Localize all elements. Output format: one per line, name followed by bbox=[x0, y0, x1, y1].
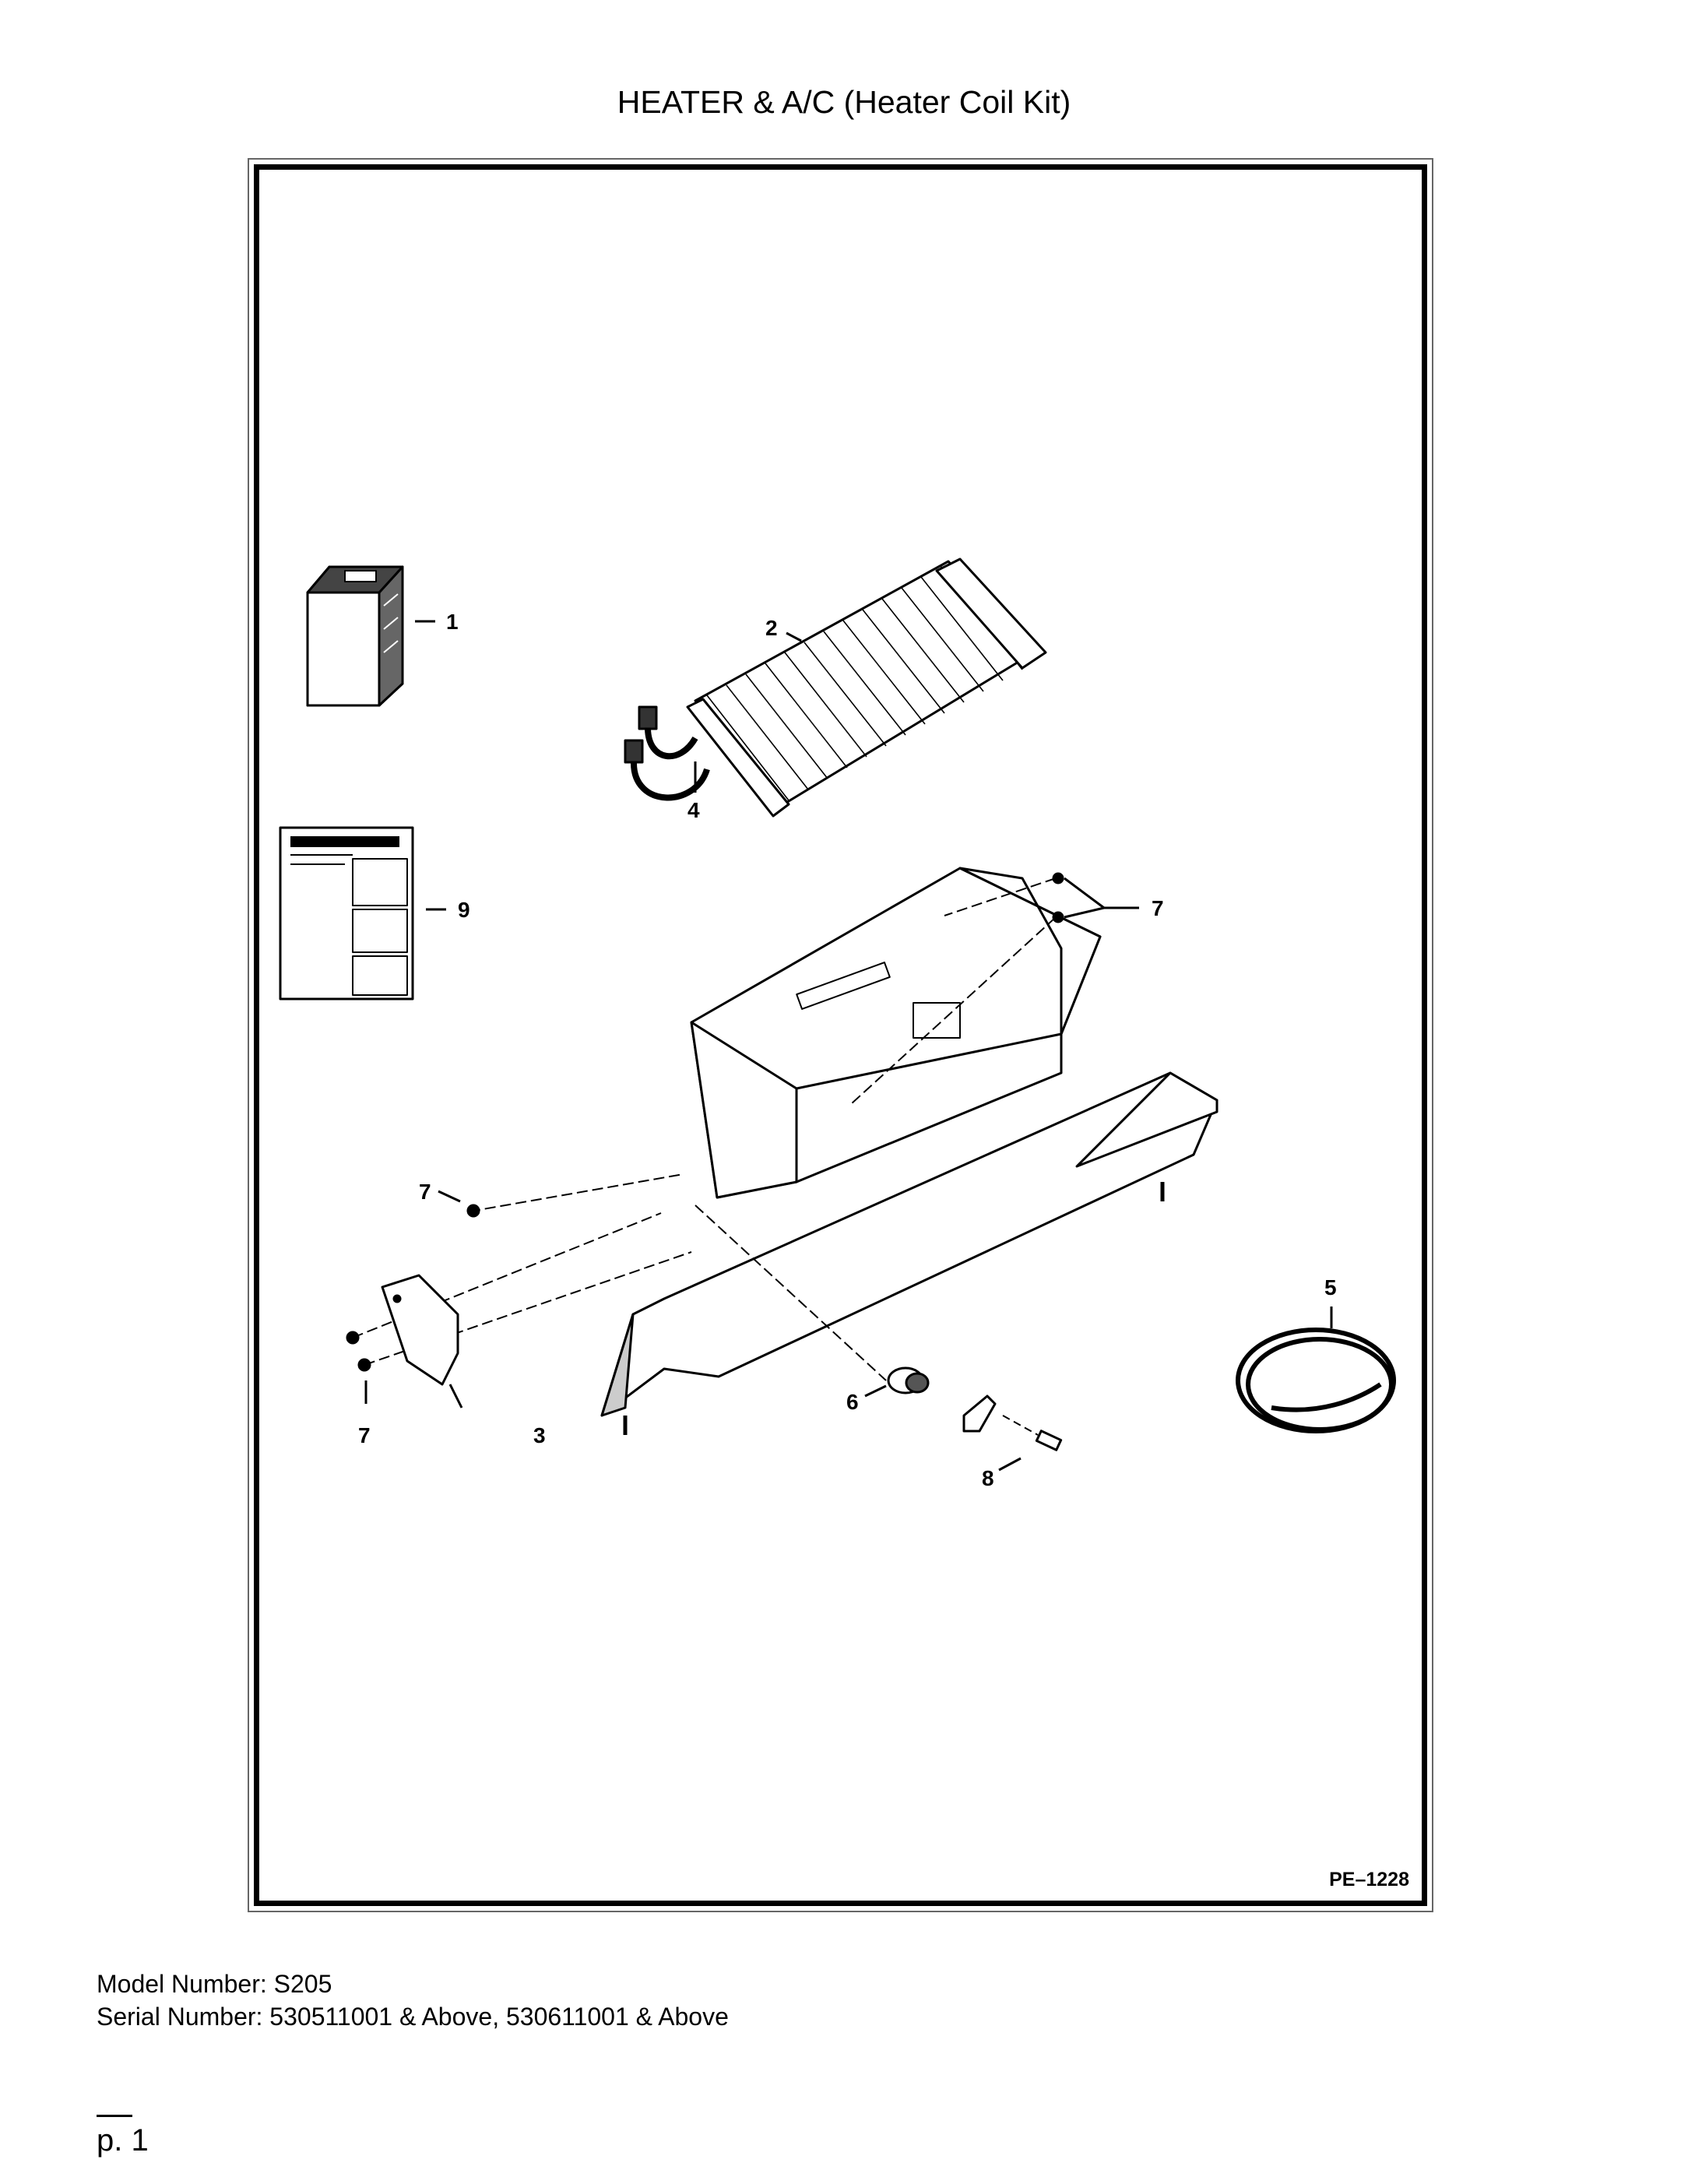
serial-number: Serial Number: 530511001 & Above, 530611… bbox=[97, 2003, 729, 2031]
part-9-instruction-sheet bbox=[279, 826, 414, 1001]
exploded-parts-diagram: 1 2 3 4 5 6 7 7 7 8 9 PE–1228 bbox=[259, 170, 1422, 1901]
callout-3: 3 bbox=[533, 1423, 546, 1447]
callout-9: 9 bbox=[458, 898, 470, 922]
callout-7: 7 bbox=[419, 1180, 431, 1204]
page-number-rule bbox=[97, 2115, 132, 2117]
part-1-box bbox=[306, 565, 404, 707]
callout-1: 1 bbox=[446, 610, 459, 634]
callout-6: 6 bbox=[846, 1390, 859, 1414]
part-7-bolts bbox=[346, 872, 1064, 1372]
page-title: HEATER & A/C (Heater Coil Kit) bbox=[617, 84, 1071, 120]
figure-id: PE–1228 bbox=[1329, 1869, 1409, 1890]
part-2-heater-coil bbox=[624, 557, 1047, 818]
callout-2: 2 bbox=[765, 616, 778, 640]
figure-frame-outer bbox=[248, 158, 1433, 1912]
part-6-grommet bbox=[887, 1366, 930, 1394]
callout-5: 5 bbox=[1324, 1275, 1337, 1299]
page-number: p. 1 bbox=[97, 2123, 149, 2158]
model-number: Model Number: S205 bbox=[97, 1970, 332, 1998]
heater-housing bbox=[690, 867, 1102, 1199]
part-8-clamp bbox=[962, 1394, 1063, 1451]
figure-frame bbox=[254, 164, 1427, 1906]
mount-frame bbox=[600, 1071, 1219, 1435]
callout-7: 7 bbox=[1152, 896, 1164, 920]
callout-8: 8 bbox=[982, 1466, 994, 1490]
part-3-bracket bbox=[381, 1274, 459, 1386]
callout-4: 4 bbox=[688, 798, 700, 822]
part-5-hose bbox=[1236, 1328, 1396, 1433]
callout-7: 7 bbox=[358, 1423, 371, 1447]
